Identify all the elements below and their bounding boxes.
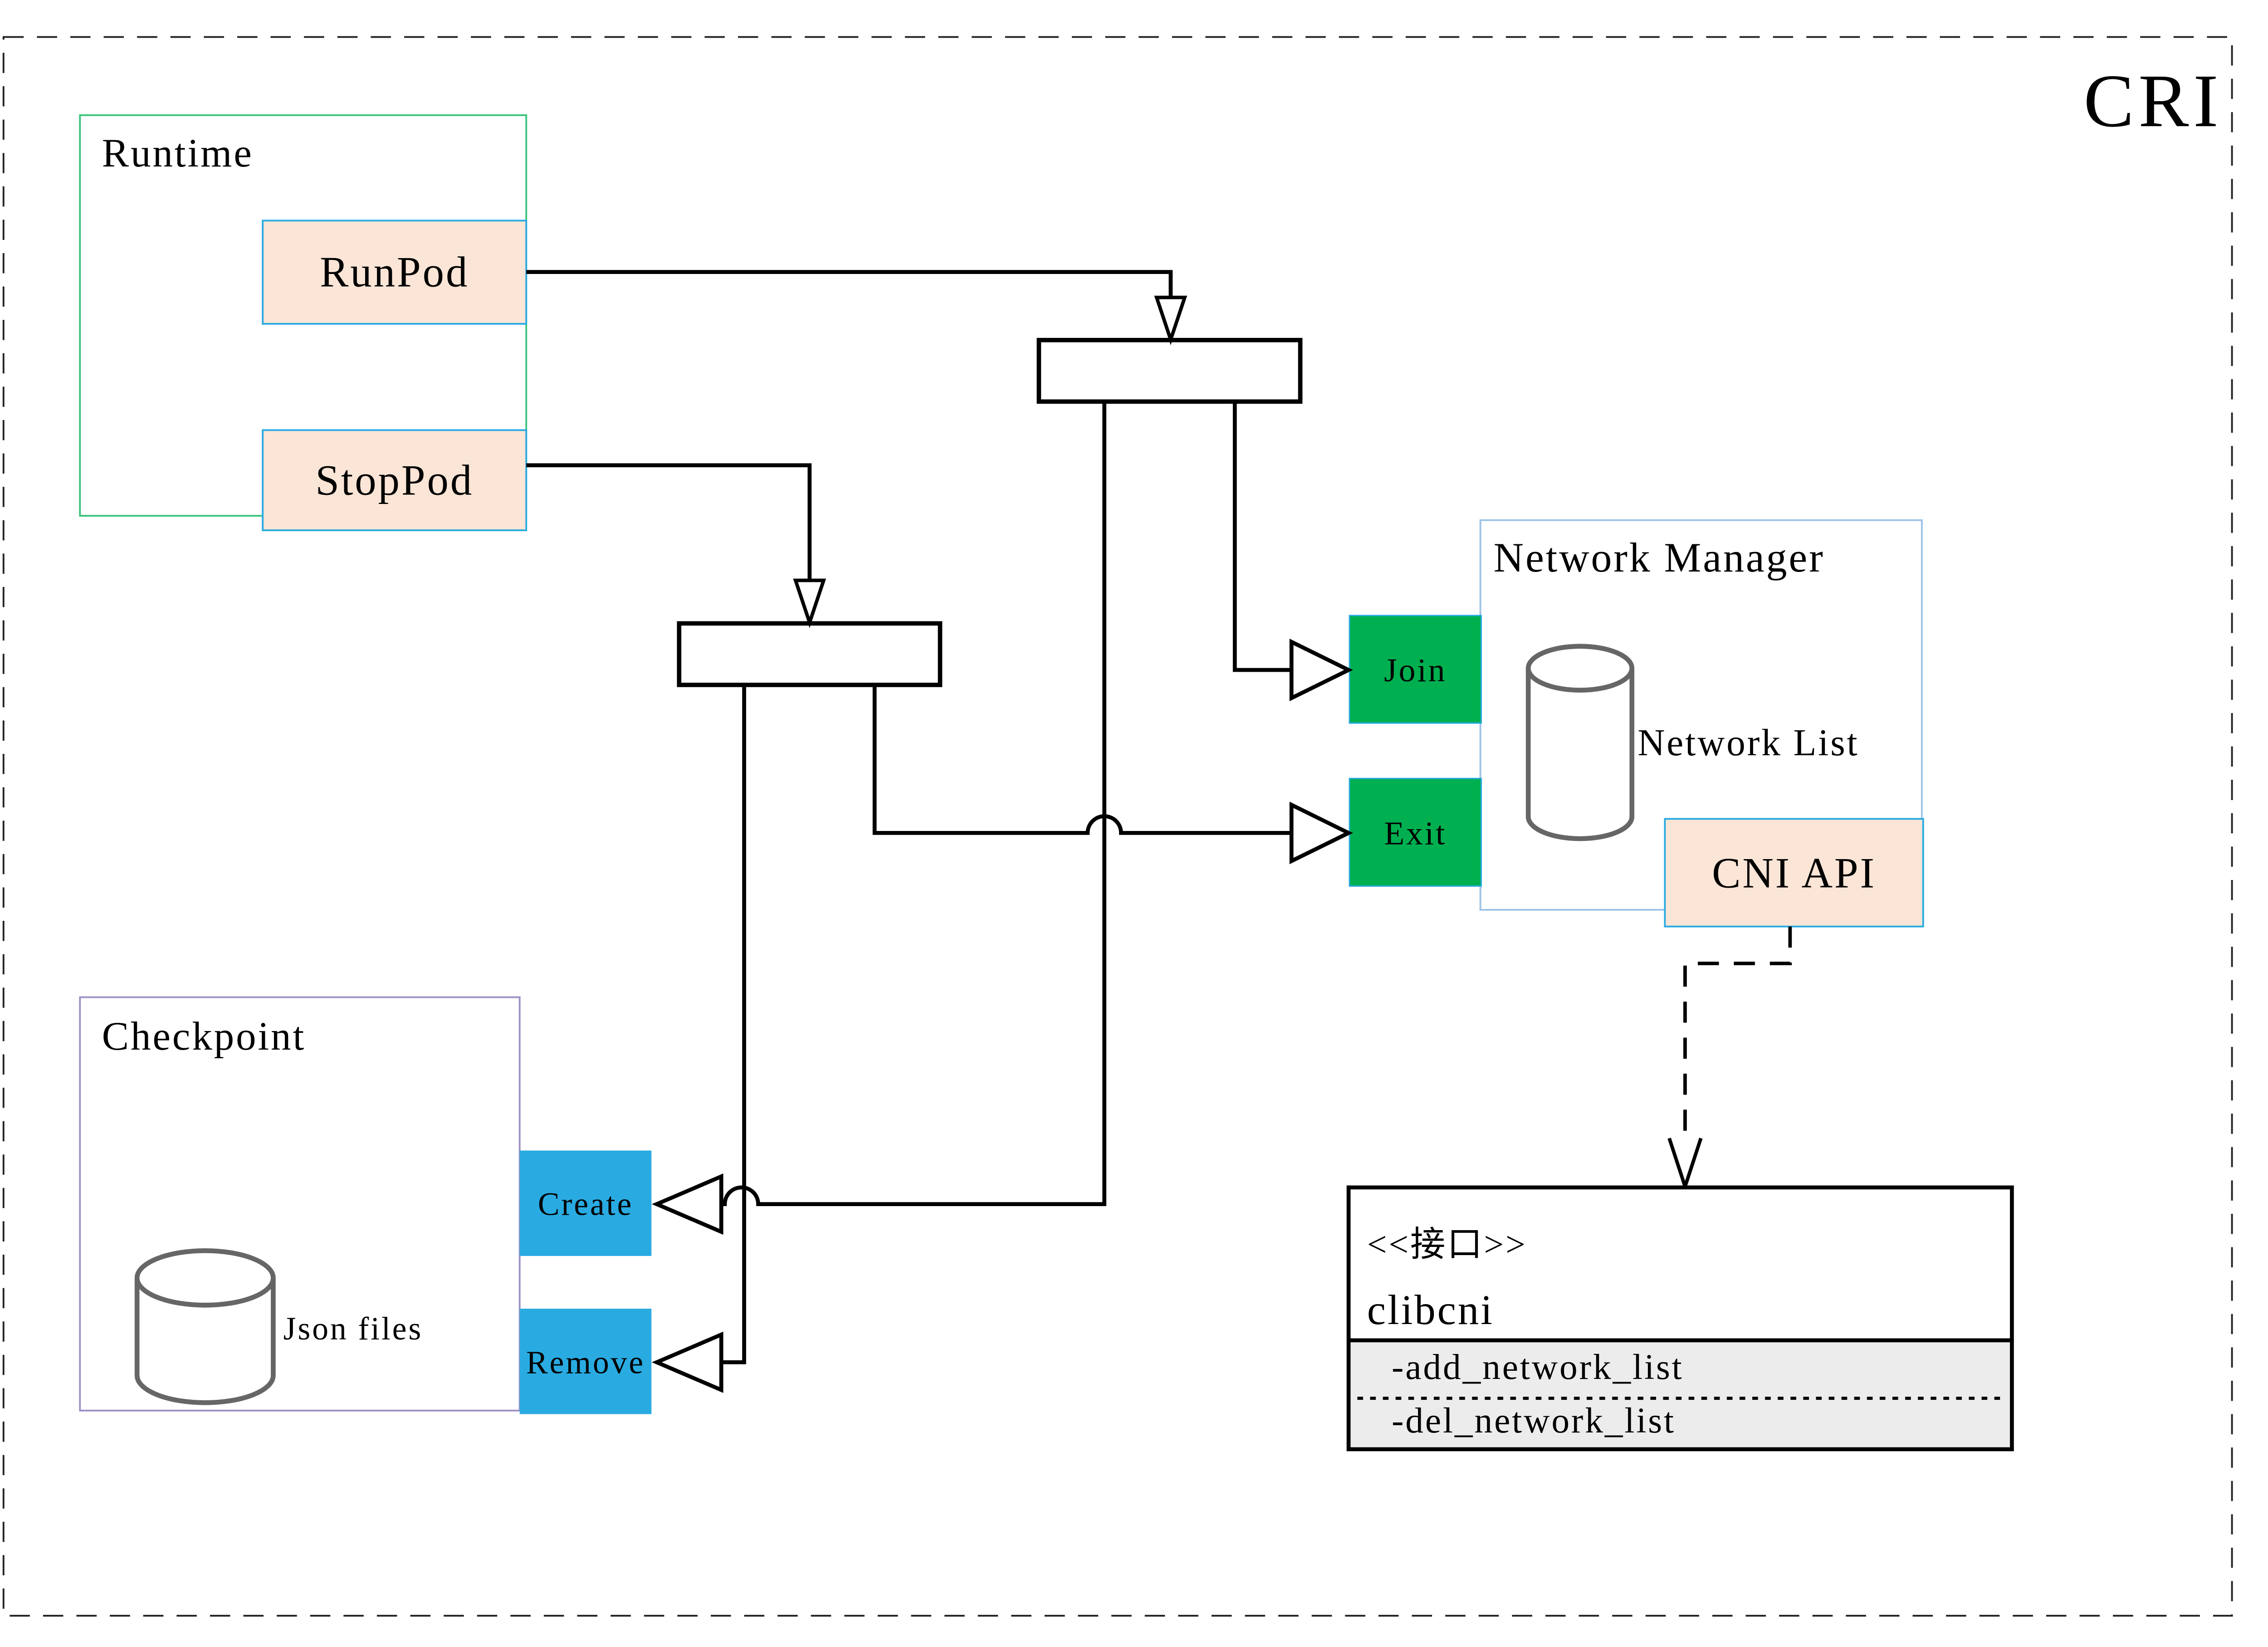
cni-api-node: [1664, 818, 1924, 928]
runpod-to-bar-line: [526, 270, 1173, 298]
runpod-node: [262, 220, 528, 325]
join-arrowhead: [1289, 639, 1353, 702]
create-arrowhead: [651, 1173, 723, 1235]
interface-stereotype: <<接口>>: [1367, 1225, 1527, 1264]
json-files-cylinder-top: [134, 1248, 276, 1308]
join-label: Join: [1384, 651, 1447, 689]
diagram-frame: [2, 36, 2233, 1617]
join-node: [1349, 615, 1482, 724]
network-list-cylinder-top: [1525, 644, 1635, 693]
checkpoint-title: Checkpoint: [102, 1014, 306, 1059]
stoppod-to-bar-line: [526, 463, 812, 581]
network-manager-title: Network Manager: [1494, 534, 1825, 581]
bar-to-exit-line: [872, 684, 1292, 835]
stoppod-to-bar-arrowhead: [793, 578, 826, 628]
create-label: Create: [538, 1186, 633, 1222]
remove-arrowhead: [651, 1331, 723, 1393]
bar-to-create-line: [721, 401, 1106, 1207]
diagram-title-label: CRI: [2084, 59, 2223, 143]
interface-methods-section: [1349, 1340, 2012, 1450]
interface-box-border: [1346, 1185, 2014, 1452]
exit-arrowhead: [1289, 802, 1353, 865]
stoppod-junction-bar: [677, 621, 943, 687]
network-list-label: Network List: [1637, 722, 1859, 764]
exit-node: [1349, 777, 1482, 887]
runpod-to-bar-arrowhead: [1154, 295, 1188, 346]
remove-node: [519, 1309, 652, 1414]
json-files-cylinder-body: [134, 1278, 276, 1405]
network-list-cylinder-body: [1525, 668, 1635, 841]
interface-method-add: -add_network_list: [1392, 1347, 1684, 1387]
bar-to-remove-line: [721, 684, 746, 1364]
stoppod-label: StopPod: [315, 456, 474, 504]
runpod-label: RunPod: [320, 248, 469, 296]
interface-method-del: -del_network_list: [1392, 1401, 1676, 1441]
cni-to-clibcni-dashed-line: [1683, 926, 1792, 1139]
runtime-title: Runtime: [102, 131, 254, 176]
interface-name: clibcni: [1367, 1287, 1494, 1334]
create-node: [519, 1150, 652, 1256]
runpod-junction-bar: [1036, 337, 1303, 404]
remove-label: Remove: [526, 1344, 645, 1380]
bar-to-join-line: [1232, 401, 1292, 672]
cni-api-label: CNI API: [1712, 849, 1876, 897]
exit-label: Exit: [1384, 814, 1447, 851]
stoppod-node: [262, 429, 528, 532]
json-files-label: Json files: [284, 1310, 423, 1347]
clibcni-open-arrowhead: [1667, 1138, 1703, 1188]
